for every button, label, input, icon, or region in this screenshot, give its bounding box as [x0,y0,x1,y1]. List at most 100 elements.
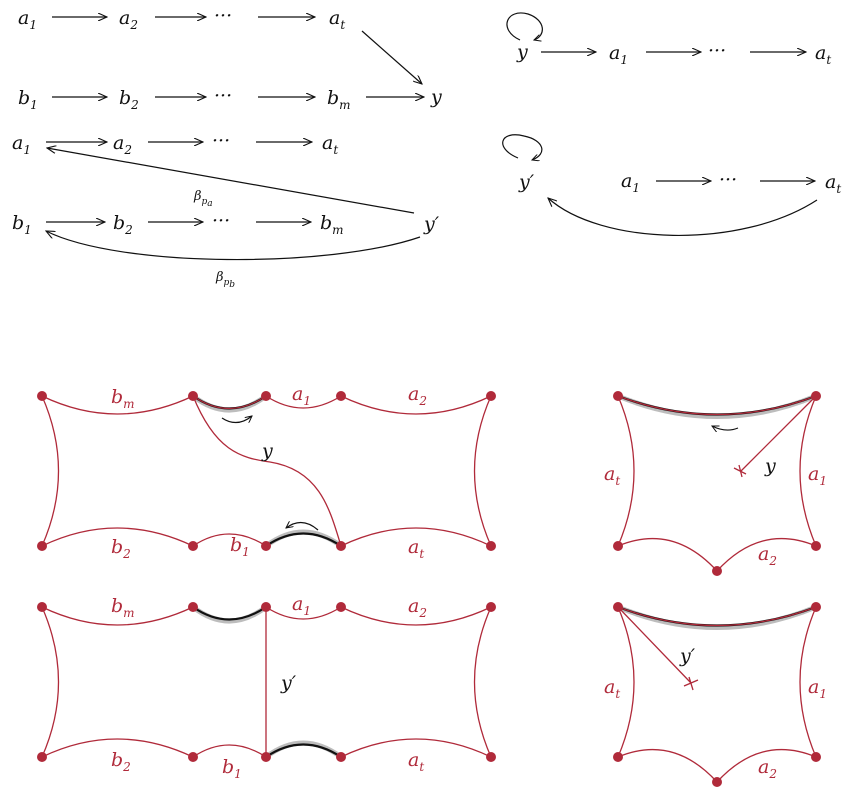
s1-marked-point [37,391,47,401]
s4-edge-bottom-left [617,749,718,783]
s2-marked-point [613,391,623,401]
s2-edge-a1 [799,395,817,547]
s1-rotation-arrow-top [221,416,252,423]
s2-label-a1: a1 [808,463,827,488]
q1-a1-label: a1 [18,7,37,32]
s3-label-a1: a1 [292,593,311,618]
s3-label-a2: a2 [408,595,427,620]
s3-edge-right [473,606,492,758]
s1-bold-bottom [265,532,342,547]
s4-marked-point [811,752,821,762]
s3-marked-point [486,752,496,762]
s1-edge-top-mid [192,395,267,410]
q3-a2-label: a2 [113,132,132,157]
s1-edge-right [473,395,492,547]
s4-puncture-tick [688,676,694,691]
s1-arc-y [192,395,342,547]
q3-beta-a-label: βpa [193,189,213,209]
s3-marked-point [37,602,47,612]
s3-label-yprime: y′ [280,672,297,694]
s3-marked-point [261,602,271,612]
s4-label-at: at [604,676,620,701]
quiver-3: a1 a2 ··· at βpa b1 b2 ··· bm y′ βpb [12,130,440,290]
s1-edge-at [340,527,492,547]
s3-edge-b1 [192,744,267,758]
s1-rotation-arrow-bottom [286,522,319,531]
s3-edge-a1 [265,606,342,620]
s1-label-y: y [261,440,273,462]
s1-marked-point [486,391,496,401]
s2-edge-a2 [716,538,817,572]
s2-edge-bottom-left [617,538,718,572]
s3-edge-left [41,606,60,758]
s4-edge-top [617,606,817,627]
q1-bm-label: bm [327,87,351,112]
q4-dots: ··· [719,169,737,191]
s1-label-a1: a1 [292,383,311,408]
s3-bold-bottom [265,743,342,758]
q2-a1-label: a1 [609,42,628,67]
s3-label-at: at [408,749,424,774]
s1-label-at: at [408,536,424,561]
s1-edge-left [41,395,60,547]
s2-marked-point [811,391,821,401]
q3-arrow-beta-a [47,148,415,214]
quiver-1: a1 a2 ··· at b1 b2 ··· bm y [18,5,442,112]
s2-label-a2: a2 [758,543,777,568]
s3-label-b2: b2 [111,749,131,774]
s4-edge-at [617,606,635,758]
s3-label-b1: b1 [222,756,242,781]
quiver-4: y′ a1 ··· at [502,134,841,236]
s4-label-yprime: y′ [679,645,696,667]
s3-marked-point [336,602,346,612]
quiver-2: y a1 ··· at [506,12,831,67]
s1-label-b1: b1 [230,534,250,559]
s3-marked-point [37,752,47,762]
s3-marked-point [486,602,496,612]
s1-label-b2: b2 [111,536,131,561]
s1-marked-point [336,391,346,401]
s1-marked-point [336,541,346,551]
q1-arrow-at-y [361,30,422,84]
surface-3: bm a1 a2 b2 b1 at y′ [37,593,496,781]
q1-b-dots: ··· [214,85,232,107]
q3-yprime-label: y′ [423,213,440,235]
surface-4: at a1 a2 y′ [604,602,827,787]
s2-arc-y [740,395,817,472]
s4-marked-point [613,602,623,612]
q1-a-dots: ··· [214,5,232,27]
s1-marked-point [261,391,271,401]
q3-b2-label: b2 [113,212,133,237]
q3-b1-label: b1 [12,212,32,237]
q2-y-label: y [516,41,528,63]
s3-edge-b2 [41,738,194,758]
surface-1: bm a1 a2 b2 b1 at y [37,383,496,561]
s1-label-bm: bm [111,386,135,411]
q3-at-label: at [322,132,338,157]
surface-2: at a1 a2 y [604,391,827,576]
s2-edge-top [617,395,817,416]
q4-loop [502,134,543,160]
q3-a1-label: a1 [12,132,31,157]
s2-edge-at [617,395,635,547]
s3-marked-point [188,602,198,612]
s4-arc-yprime [617,606,692,684]
s4-marked-point [712,777,722,787]
q2-loop [506,12,543,40]
q1-at-label: at [329,7,345,32]
q4-a1-label: a1 [621,170,640,195]
q1-b2-label: b2 [119,87,139,112]
s1-edge-b1 [192,533,267,547]
q3-b-dots: ··· [212,210,230,232]
s1-edge-b2 [41,527,194,547]
s3-marked-point [188,752,198,762]
s4-label-a1: a1 [808,676,827,701]
q4-at-label: at [825,171,841,196]
q3-beta-b-label: βpb [215,270,235,290]
q1-b1-label: b1 [18,87,38,112]
s3-edge-bm [41,606,194,626]
s3-edge-a2 [340,606,492,626]
s2-label-at: at [604,463,620,488]
s4-edge-a2 [716,749,817,783]
